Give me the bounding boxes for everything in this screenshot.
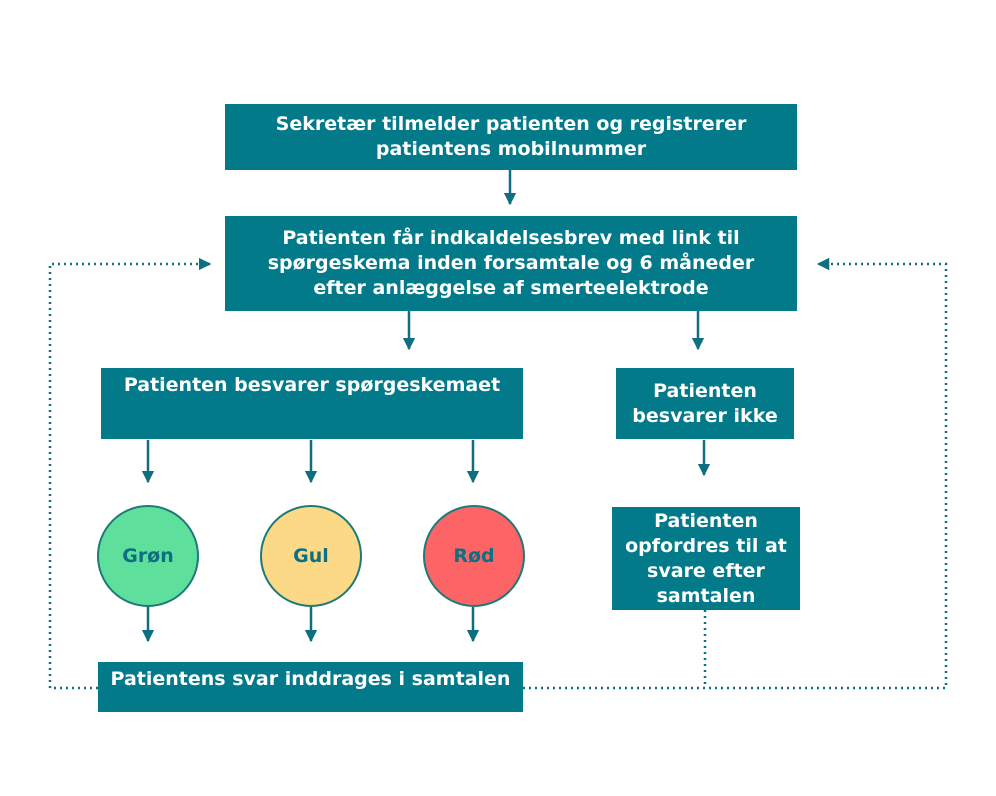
box-letter-text: Patienten får indkaldelsesbrev med link … bbox=[267, 227, 755, 299]
box-included-text: Patientens svar inddrages i samtalen bbox=[110, 668, 511, 690]
circle-red-label: Rød bbox=[453, 545, 495, 567]
dotted-loop-right bbox=[523, 257, 948, 690]
circle-yellow-label: Gul bbox=[293, 545, 329, 567]
box-register: Sekretær tilmelder patienten og registre… bbox=[225, 104, 797, 170]
dotted-loop-left bbox=[48, 257, 212, 690]
box-encouraged-text: Patienten opfordres til at svare efter s… bbox=[625, 509, 787, 607]
box-letter: Patienten får indkaldelsesbrev med link … bbox=[225, 216, 797, 311]
circle-yellow: Gul bbox=[260, 505, 362, 607]
box-no-answer: Patienten besvarer ikke bbox=[616, 368, 794, 439]
circle-red: Rød bbox=[423, 505, 525, 607]
box-register-text: Sekretær tilmelder patienten og registre… bbox=[275, 113, 747, 160]
box-encouraged: Patienten opfordres til at svare efter s… bbox=[612, 507, 800, 610]
box-answers-text: Patienten besvarer spørgeskemaet bbox=[123, 374, 501, 396]
box-no-answer-text: Patienten besvarer ikke bbox=[632, 379, 778, 427]
circle-green: Grøn bbox=[97, 505, 199, 607]
circle-green-label: Grøn bbox=[122, 545, 174, 567]
box-included: Patientens svar inddrages i samtalen bbox=[98, 662, 523, 712]
box-answers: Patienten besvarer spørgeskemaet bbox=[101, 368, 523, 439]
